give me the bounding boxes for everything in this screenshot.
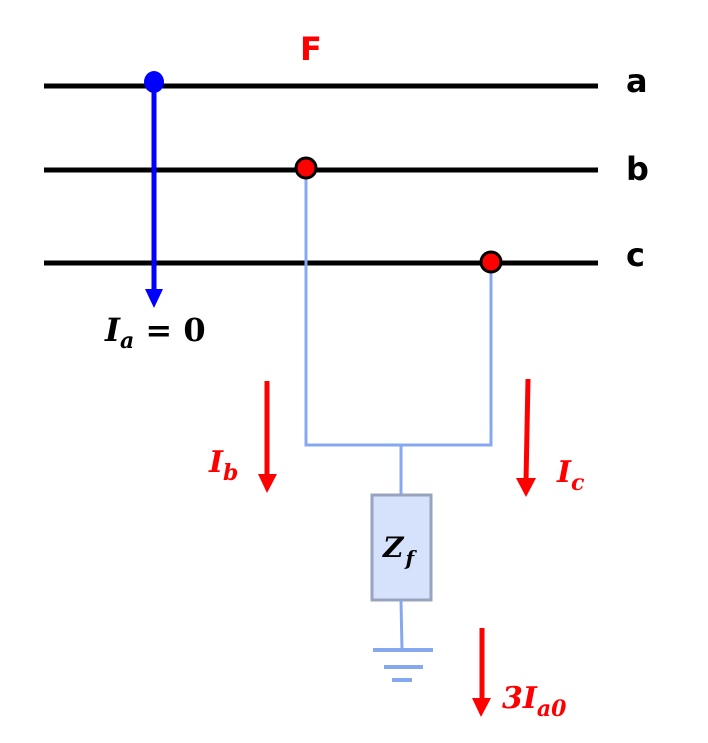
fault-wire xyxy=(304,170,493,447)
ia-label: Ia = 0 xyxy=(104,311,206,354)
phase-c-label: c xyxy=(626,236,645,274)
ib-label: Ib xyxy=(208,445,238,486)
phase-b-label: b xyxy=(626,150,649,188)
ic-label: Ic xyxy=(556,455,585,496)
3ia0-arrow xyxy=(472,628,491,717)
wire-to-ground xyxy=(399,599,404,651)
ia-arrow-head xyxy=(145,289,163,308)
ib-arrow xyxy=(258,381,277,493)
ic-arrow xyxy=(516,378,536,497)
phase-a-dot xyxy=(144,71,164,93)
phase-a-label: a xyxy=(626,62,648,100)
ground-icon xyxy=(373,648,433,682)
3ia0-label: 3Ia0 xyxy=(502,681,567,722)
fault-label: F xyxy=(300,30,322,68)
phase-c-fault-dot xyxy=(479,250,503,274)
phase-b-fault-dot xyxy=(294,156,318,180)
impedance-box xyxy=(370,493,433,602)
